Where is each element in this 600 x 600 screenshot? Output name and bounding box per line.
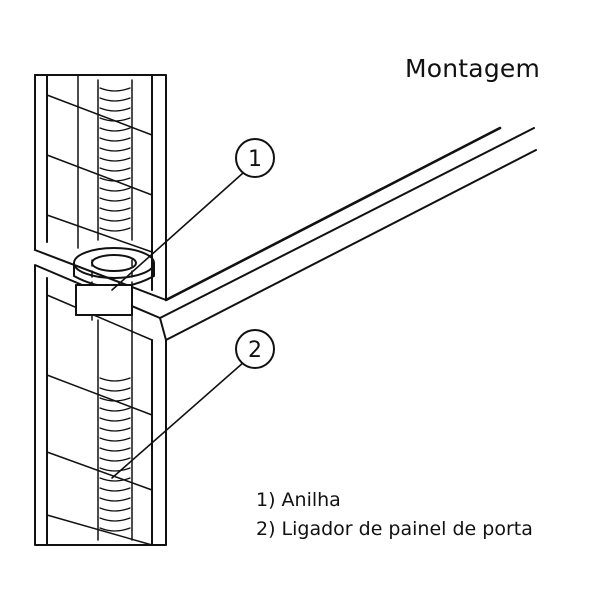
callout-1: 1 bbox=[235, 138, 275, 178]
callout-1-number: 1 bbox=[248, 147, 262, 172]
lower-panel bbox=[34, 264, 167, 546]
legend: 1) Anilha 2) Ligador de painel de porta bbox=[256, 486, 533, 544]
callout-2: 2 bbox=[235, 329, 275, 369]
callout-2-number: 2 bbox=[248, 338, 262, 363]
diagram-title: Montagem bbox=[405, 54, 541, 83]
legend-item-1: 1) Anilha bbox=[256, 489, 341, 511]
legend-item-2: 2) Ligador de painel de porta bbox=[256, 518, 533, 540]
washer bbox=[73, 247, 155, 316]
leader-line-1 bbox=[111, 172, 244, 291]
leader-line-2 bbox=[111, 361, 245, 479]
door-panel bbox=[159, 126, 537, 341]
connector-rod bbox=[91, 79, 133, 541]
